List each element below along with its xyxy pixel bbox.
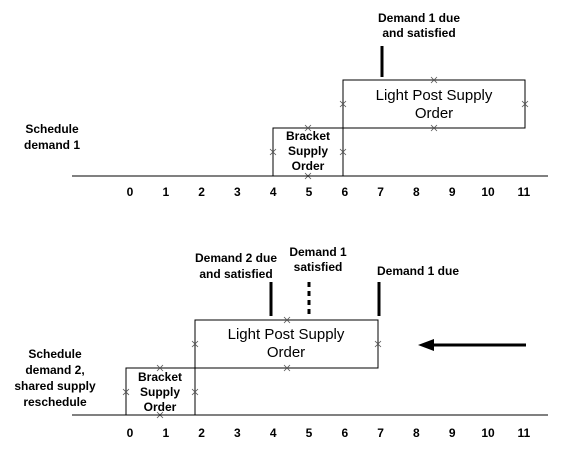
panel1-marker-label-line2: and satisfied bbox=[382, 26, 455, 40]
panel2-cross-markers bbox=[122, 316, 382, 419]
panel2-axis-tick-11: 11 bbox=[517, 426, 530, 440]
panel1-axis-tick-2: 2 bbox=[198, 185, 205, 199]
panel2-axis-tick-1: 1 bbox=[162, 426, 169, 440]
panel1-axis-tick-11: 11 bbox=[517, 185, 530, 199]
panel1-bracket-label-line1: Bracket bbox=[286, 129, 330, 143]
panel2-side-label-line1: Schedule bbox=[28, 347, 82, 361]
panel2-bracket-label-line2: Supply bbox=[140, 385, 180, 399]
panel2-axis-tick-3: 3 bbox=[234, 426, 241, 440]
panel2-axis-tick-4: 4 bbox=[270, 426, 277, 440]
panel2-marker-a-line1: Demand 2 due bbox=[195, 251, 277, 265]
reschedule-arrow bbox=[418, 339, 526, 351]
panel1-light-post-label-line2: Order bbox=[415, 105, 453, 122]
panel2-axis-tick-10: 10 bbox=[481, 426, 495, 440]
panel2-bracket-label-line1: Bracket bbox=[138, 370, 182, 384]
panel1-axis-tick-0: 0 bbox=[127, 185, 134, 199]
panel2-axis-tick-labels: 0 1 2 3 4 5 6 7 8 9 10 11 bbox=[127, 426, 531, 440]
panel1-axis-tick-7: 7 bbox=[377, 185, 384, 199]
panel1-axis-tick-9: 9 bbox=[449, 185, 456, 199]
panel2-axis-tick-2: 2 bbox=[198, 426, 205, 440]
panel2-side-label-line3: shared supply bbox=[14, 379, 96, 393]
panel2-light-post-label-line2: Order bbox=[267, 344, 305, 361]
panel1-side-label-line1: Schedule bbox=[25, 122, 79, 136]
panel2-bracket-label-line3: Order bbox=[144, 400, 177, 414]
panel1-cross-markers bbox=[269, 76, 529, 180]
panel1-axis-tick-1: 1 bbox=[162, 185, 169, 199]
panel2-side-label-line2: demand 2, bbox=[25, 363, 84, 377]
panel1-axis-tick-4: 4 bbox=[270, 185, 277, 199]
panel1-axis-tick-labels: 0 1 2 3 4 5 6 7 8 9 10 11 bbox=[127, 185, 531, 199]
panel1-axis-tick-5: 5 bbox=[306, 185, 313, 199]
panel2-axis-tick-9: 9 bbox=[449, 426, 456, 440]
panel2-light-post-label-line1: Light Post Supply bbox=[228, 326, 345, 343]
panel2-marker-b-line2: satisfied bbox=[294, 260, 343, 274]
panel2-marker-a-line2: and satisfied bbox=[199, 267, 272, 281]
panel1-marker-label-line1: Demand 1 due bbox=[378, 11, 460, 25]
panel2-axis-tick-6: 6 bbox=[341, 426, 348, 440]
panel1-light-post-label-line1: Light Post Supply bbox=[376, 87, 493, 104]
panel2-axis-tick-7: 7 bbox=[377, 426, 384, 440]
panel2-axis-tick-8: 8 bbox=[413, 426, 420, 440]
panel1-bracket-supply-order bbox=[272, 127, 344, 177]
panel2-side-label-line4: reschedule bbox=[23, 395, 87, 409]
panel1-side-label-line2: demand 1 bbox=[24, 138, 80, 152]
panel1-bracket-label-line2: Supply bbox=[288, 144, 328, 158]
panel2-marker-b-line1: Demand 1 bbox=[289, 245, 347, 259]
panel2-axis-tick-0: 0 bbox=[127, 426, 134, 440]
panel2-marker-c-line1: Demand 1 due bbox=[377, 264, 459, 278]
panel1-axis-tick-6: 6 bbox=[341, 185, 348, 199]
panel-schedule-demand-2: Schedule demand 2, shared supply resched… bbox=[14, 245, 548, 440]
panel1-axis-tick-3: 3 bbox=[234, 185, 241, 199]
panel-schedule-demand-1: Schedule demand 1 Demand 1 due and satis… bbox=[24, 11, 548, 199]
panel1-axis-tick-10: 10 bbox=[481, 185, 495, 199]
panel2-light-post-supply-order bbox=[194, 319, 379, 369]
panel2-axis-tick-5: 5 bbox=[306, 426, 313, 440]
panel1-bracket-label-line3: Order bbox=[292, 159, 325, 173]
panel1-axis-tick-8: 8 bbox=[413, 185, 420, 199]
